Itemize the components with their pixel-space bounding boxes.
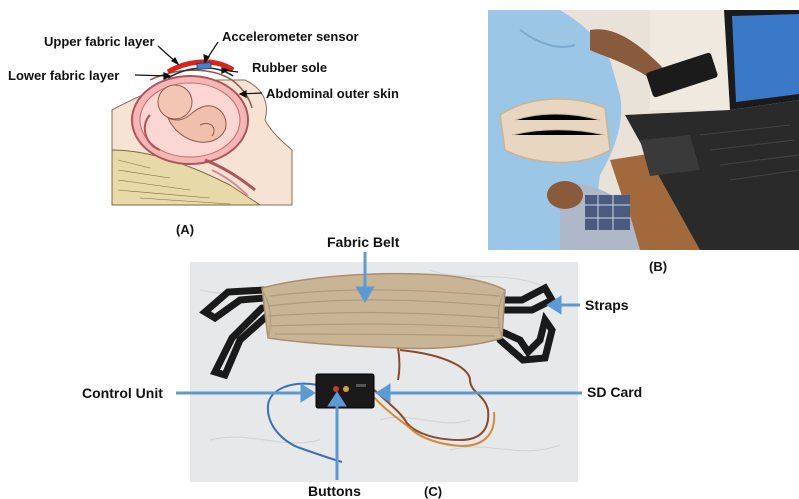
fabric-belt-shape — [262, 274, 505, 349]
label-straps: Straps — [585, 297, 629, 313]
label-buttons: Buttons — [308, 483, 361, 499]
caption-c: (C) — [424, 484, 442, 499]
label-fabric-belt: Fabric Belt — [327, 234, 399, 250]
label-sd-card: SD Card — [587, 384, 642, 400]
label-control-unit: Control Unit — [82, 385, 163, 401]
